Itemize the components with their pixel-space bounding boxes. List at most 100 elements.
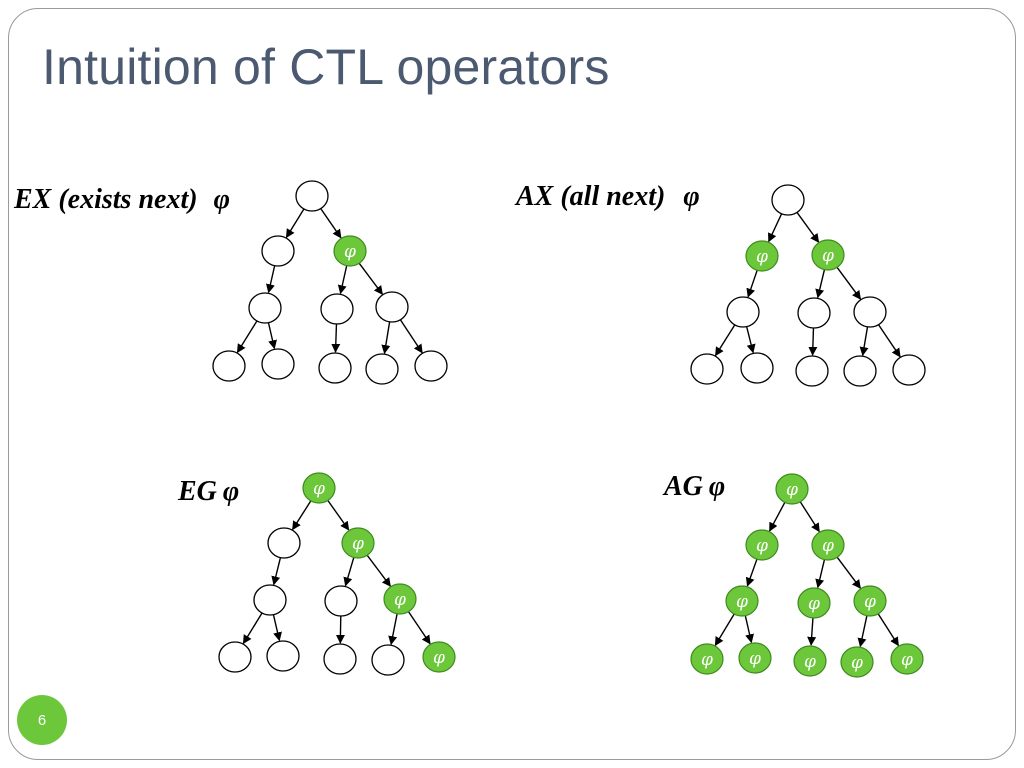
- tree-edge-arrow: [835, 555, 861, 589]
- tree-label-symbol: φ: [683, 181, 699, 212]
- node-phi-label: φ: [756, 247, 768, 267]
- node-phi-label: φ: [822, 536, 834, 556]
- state-node-phi: [383, 583, 417, 615]
- tree-label-op: EG: [177, 476, 217, 507]
- state-node: [253, 584, 287, 616]
- state-node: [261, 348, 295, 380]
- tree-edge-arrow: [326, 498, 350, 531]
- tree-edge-arrow: [399, 318, 423, 354]
- node-phi-label: φ: [804, 652, 816, 672]
- state-node-phi: [302, 472, 336, 504]
- state-node: [295, 180, 329, 212]
- tree-edge-arrow: [808, 326, 818, 356]
- tree-edge-arrow: [285, 207, 306, 239]
- state-node: [320, 293, 354, 325]
- state-node: [218, 641, 252, 673]
- state-node-phi: [797, 587, 831, 619]
- state-node-phi: [341, 527, 375, 559]
- tree-edge-arrow: [859, 325, 869, 357]
- state-node-phi: [422, 641, 456, 673]
- tree-edge-arrow: [343, 556, 355, 587]
- state-node-phi: [775, 473, 809, 505]
- node-phi-label: φ: [901, 650, 913, 670]
- state-node: [892, 354, 926, 386]
- state-node: [690, 353, 724, 385]
- slide-frame: [8, 8, 1016, 760]
- state-node: [261, 235, 295, 267]
- state-node-phi: [690, 643, 724, 675]
- state-node: [795, 355, 829, 387]
- state-node-phi: [725, 585, 759, 617]
- page-number-badge: 6: [17, 695, 67, 745]
- state-node-phi: [811, 239, 845, 271]
- tree-label-ax: AX (all next) φ: [514, 181, 700, 212]
- node-phi-label: φ: [786, 480, 798, 500]
- state-node-phi: [853, 585, 887, 617]
- tree-edge-arrow: [357, 261, 383, 295]
- state-node: [740, 352, 774, 384]
- tree-label-ex: EX (exists next) φ: [13, 184, 230, 215]
- tree-edge-arrow: [744, 614, 754, 644]
- state-node: [371, 644, 405, 676]
- state-node: [414, 350, 448, 382]
- tree-nodes-ex: φ: [212, 180, 448, 385]
- node-phi-label: φ: [394, 590, 406, 610]
- tree-edge-arrow: [381, 320, 391, 355]
- tree-edge-arrow: [236, 319, 259, 354]
- tree-edge-arrow: [714, 323, 737, 357]
- tree-edge-arrow: [815, 268, 826, 299]
- tree-nodes-eg: φ φ φ φ: [218, 472, 456, 676]
- tree-edge-arrow: [807, 616, 817, 646]
- state-node: [365, 353, 399, 385]
- tree-edge-arrow: [335, 614, 345, 644]
- node-phi-label: φ: [822, 246, 834, 266]
- node-phi-label: φ: [352, 534, 364, 554]
- state-node-phi: [745, 529, 779, 561]
- state-node-phi: [840, 646, 874, 678]
- tree-edge-arrow: [877, 323, 901, 358]
- tree-edge-arrow: [835, 265, 862, 300]
- state-node-phi: [811, 529, 845, 561]
- node-phi-label: φ: [808, 594, 820, 614]
- tree-label-op: AG: [662, 471, 703, 502]
- tree-label-op: AX (all next): [514, 181, 665, 212]
- tree-edge-arrow: [407, 610, 431, 645]
- node-phi-label: φ: [749, 649, 761, 669]
- tree-edge-arrow: [746, 269, 759, 298]
- node-phi-label: φ: [313, 479, 325, 499]
- tree-edge-arrow: [271, 556, 282, 586]
- state-node: [797, 297, 831, 329]
- state-node-phi: [738, 642, 772, 674]
- tree-label-symbol: φ: [223, 476, 239, 507]
- tree-edge-arrow: [266, 264, 276, 294]
- tree-edge-arrow: [799, 500, 820, 533]
- tree-edge-arrow: [714, 612, 736, 647]
- tree-edge-arrow: [876, 612, 899, 647]
- state-node-phi: [333, 235, 367, 267]
- tree-edge-arrow: [795, 210, 820, 243]
- tree-edge-arrow: [319, 207, 342, 239]
- node-phi-label: φ: [864, 592, 876, 612]
- tree-label-op: EX (exists next): [13, 184, 198, 215]
- node-phi-label: φ: [851, 653, 863, 673]
- tree-edge-arrow: [337, 264, 348, 295]
- tree-edge-arrow: [388, 612, 398, 646]
- tree-edge-arrow: [815, 558, 826, 589]
- state-node-phi: [793, 645, 827, 677]
- state-node: [266, 640, 300, 672]
- state-node: [726, 296, 760, 328]
- state-node: [318, 352, 352, 384]
- state-node-phi: [745, 240, 779, 272]
- tree-edge-arrow: [768, 500, 787, 532]
- state-node: [771, 184, 805, 216]
- tree-edge-arrow: [267, 321, 277, 350]
- tree-edge-arrow: [745, 557, 758, 587]
- node-phi-label: φ: [756, 536, 768, 556]
- tree-label-symbol: φ: [214, 184, 230, 215]
